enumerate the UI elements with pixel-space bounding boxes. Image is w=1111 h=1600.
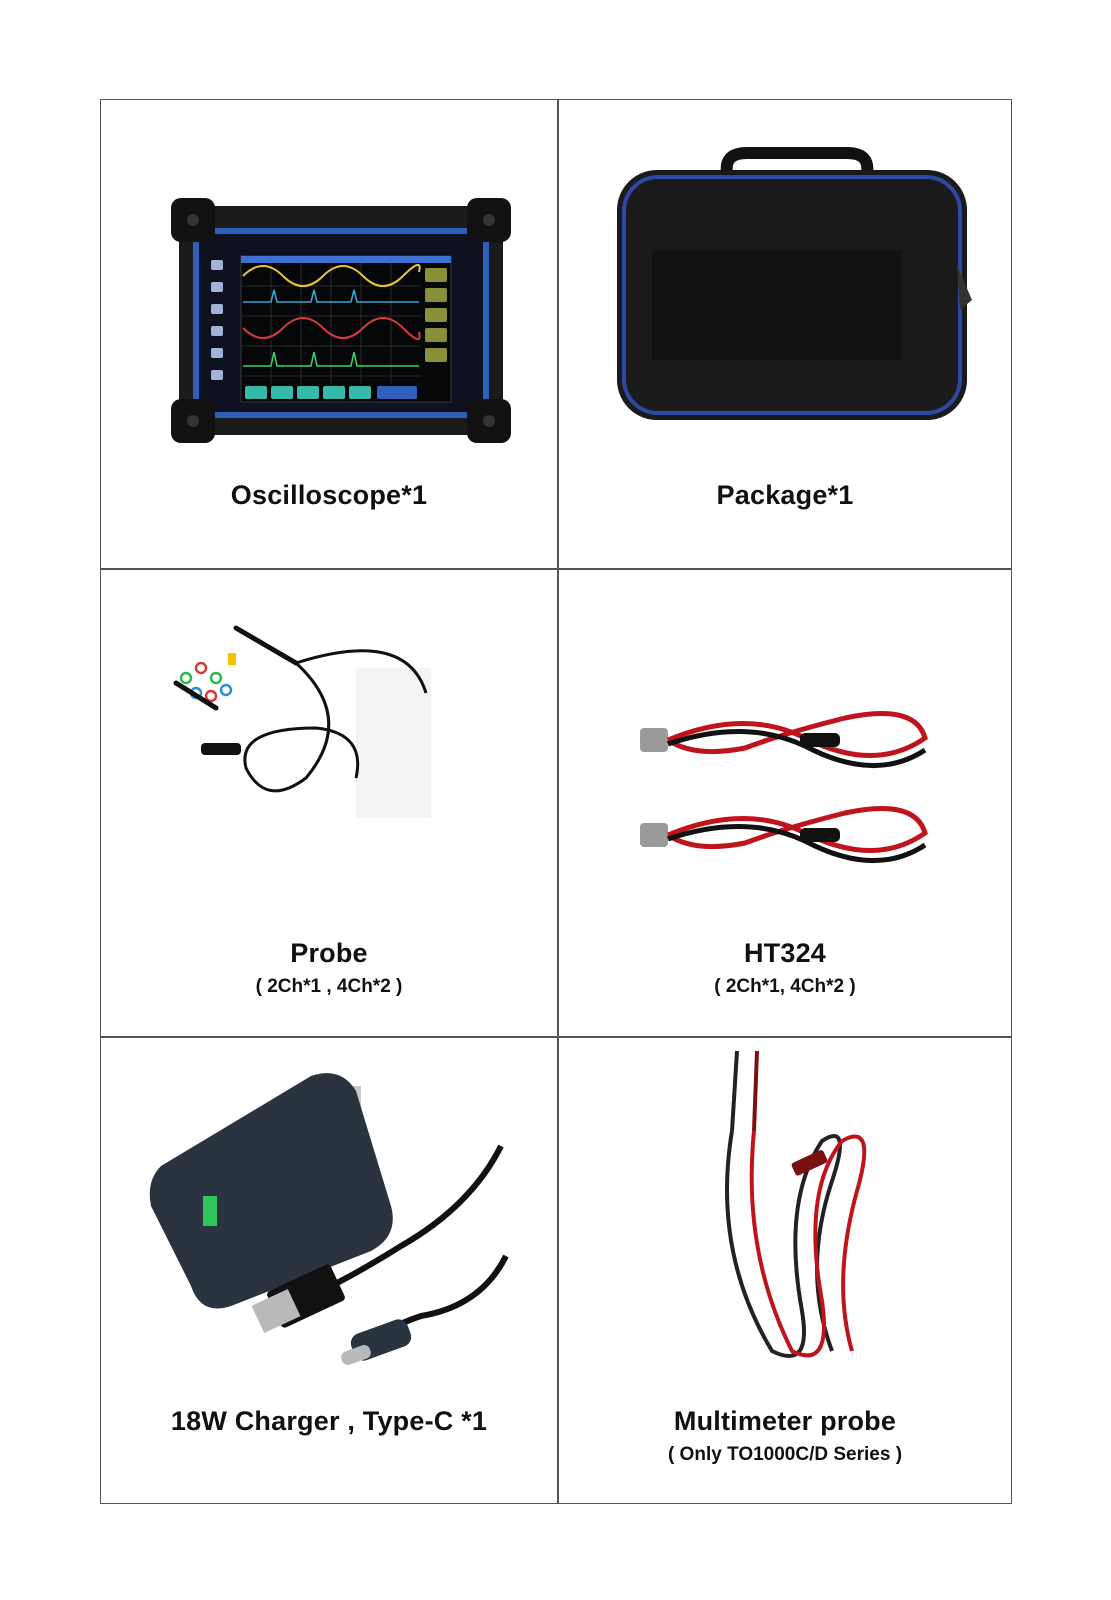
- item-title: Probe: [290, 938, 368, 968]
- item-package: Package*1: [557, 100, 1013, 568]
- item-subtitle: ( 2Ch*1, 4Ch*2 ): [714, 976, 856, 997]
- item-title: 18W Charger , Type-C *1: [170, 1406, 488, 1436]
- item-oscilloscope: Oscilloscope*1: [101, 100, 557, 568]
- item-subtitle: ( Only TO1000C/D Series ): [667, 1444, 903, 1465]
- item-probe: Probe ( 2Ch*1 , 4Ch*2 ): [101, 568, 557, 1036]
- carrying-case-image: [617, 147, 972, 420]
- item-title: Package*1: [716, 480, 854, 510]
- multimeter-probe-image: [725, 1050, 867, 1358]
- probe-image: [173, 625, 431, 818]
- item-title: Multimeter probe: [673, 1406, 897, 1436]
- item-charger: 18W Charger , Type-C *1: [101, 1036, 557, 1504]
- item-ht324: HT324 ( 2Ch*1, 4Ch*2 ): [557, 568, 1013, 1036]
- charger-and-cable-image: [149, 1073, 509, 1366]
- package-contents-grid: Oscilloscope*1 Package*1: [100, 99, 1012, 1504]
- oscilloscope-image: [171, 198, 511, 443]
- item-title: HT324: [743, 938, 827, 968]
- grid-divider-vertical: [557, 100, 559, 1503]
- item-subtitle: ( 2Ch*1 , 4Ch*2 ): [255, 976, 403, 997]
- item-title: Oscilloscope*1: [230, 480, 428, 510]
- grid-divider-row-2: [101, 1036, 1011, 1038]
- item-multimeter-probe: Multimeter probe ( Only TO1000C/D Series…: [557, 1036, 1013, 1504]
- ht324-cables-image: [640, 711, 928, 863]
- grid-divider-row-1: [101, 568, 1011, 570]
